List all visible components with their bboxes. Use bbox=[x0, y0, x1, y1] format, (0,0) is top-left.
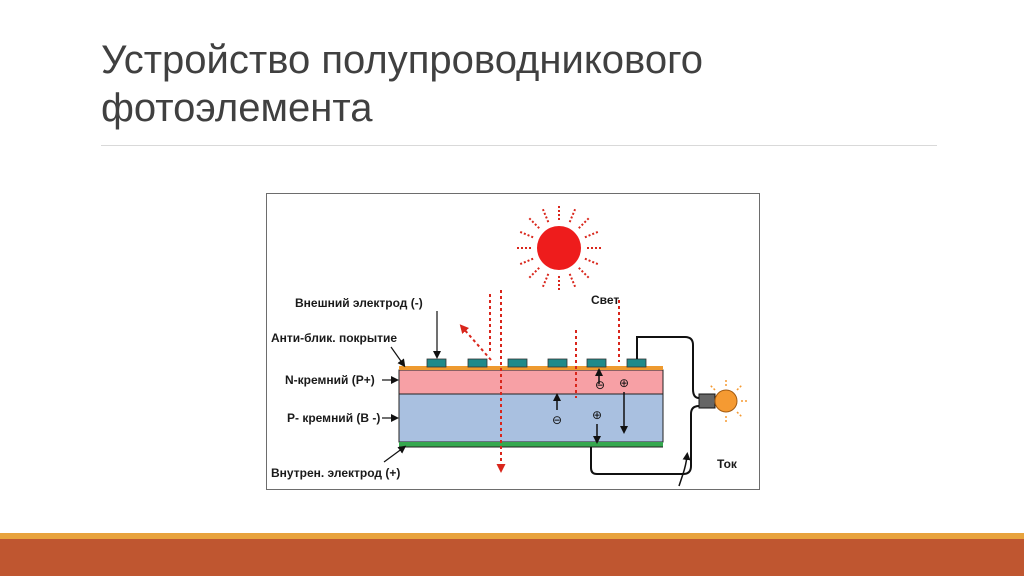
charge-carriers: ⊖ ⊕ ⊖ ⊕ bbox=[552, 368, 629, 444]
external-circuit-wire bbox=[590, 336, 700, 475]
sun-ray bbox=[578, 267, 590, 279]
label-antireflect: Анти-блик. покрытие bbox=[271, 331, 397, 345]
title-divider bbox=[101, 145, 937, 146]
label-p-silicon: P- кремний (B -) bbox=[287, 411, 380, 425]
label-n-silicon: N-кремний (P+) bbox=[285, 373, 375, 387]
antireflect-coating bbox=[399, 366, 663, 370]
label-inner-electrode: Внутрен. электрод (+) bbox=[271, 466, 400, 480]
sun-ray bbox=[568, 208, 577, 223]
sun-ray bbox=[528, 267, 540, 279]
sun-ray bbox=[541, 208, 550, 223]
slide-title: Устройство полупроводникового фотоэлемен… bbox=[101, 36, 941, 132]
bottom-electrode bbox=[399, 442, 663, 447]
electron-sign-2: ⊖ bbox=[552, 413, 562, 427]
sun-ray bbox=[584, 230, 599, 239]
sun-ray bbox=[568, 273, 577, 288]
sun-ray bbox=[519, 257, 534, 266]
n-silicon-layer bbox=[398, 369, 664, 395]
sun-icon bbox=[517, 206, 601, 290]
sun-ray bbox=[578, 217, 590, 229]
footer-bar bbox=[0, 539, 1024, 576]
footer-accent-stripe bbox=[0, 533, 1024, 539]
electron-sign-1: ⊖ bbox=[595, 378, 605, 392]
light-rays bbox=[459, 290, 620, 473]
current-arrow bbox=[678, 452, 691, 487]
sun-ray bbox=[541, 273, 550, 288]
title-line-1: Устройство полупроводникового bbox=[101, 38, 704, 82]
photocell-diagram: ⊖ ⊕ ⊖ ⊕ Внешний электрод (-) Анти-блик. … bbox=[266, 193, 760, 490]
sun-ray bbox=[519, 230, 534, 239]
label-current: Ток bbox=[717, 457, 738, 471]
hole-sign-1: ⊕ bbox=[619, 376, 629, 390]
light-bulb-icon bbox=[698, 380, 748, 422]
label-outer-electrode: Внешний электрод (-) bbox=[295, 296, 423, 310]
diagram-canvas: ⊖ ⊕ ⊖ ⊕ Внешний электрод (-) Анти-блик. … bbox=[271, 206, 748, 487]
title-line-2: фотоэлемента bbox=[101, 86, 373, 130]
outer-electrode-contacts bbox=[426, 358, 647, 368]
label-light: Свет bbox=[591, 293, 619, 307]
sun-ray bbox=[584, 257, 599, 266]
hole-sign-2: ⊕ bbox=[592, 408, 602, 422]
p-silicon-layer bbox=[398, 393, 664, 443]
sun-ray bbox=[528, 217, 540, 229]
